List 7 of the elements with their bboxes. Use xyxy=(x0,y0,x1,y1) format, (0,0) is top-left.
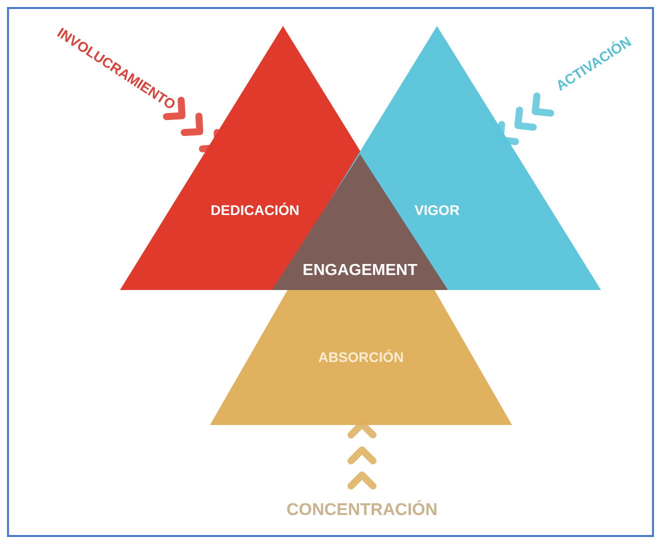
chevron-arrow xyxy=(496,92,554,146)
segment-label: ENGAGEMENT xyxy=(302,262,418,280)
segment-label: VIGOR xyxy=(414,202,460,218)
concept-label: CONCENTRACIÓN xyxy=(285,500,439,520)
segment-label: DEDICACIÓN xyxy=(210,202,300,218)
segment-label: ABSORCIÓN xyxy=(318,349,404,365)
chevron-arrow xyxy=(162,96,222,152)
